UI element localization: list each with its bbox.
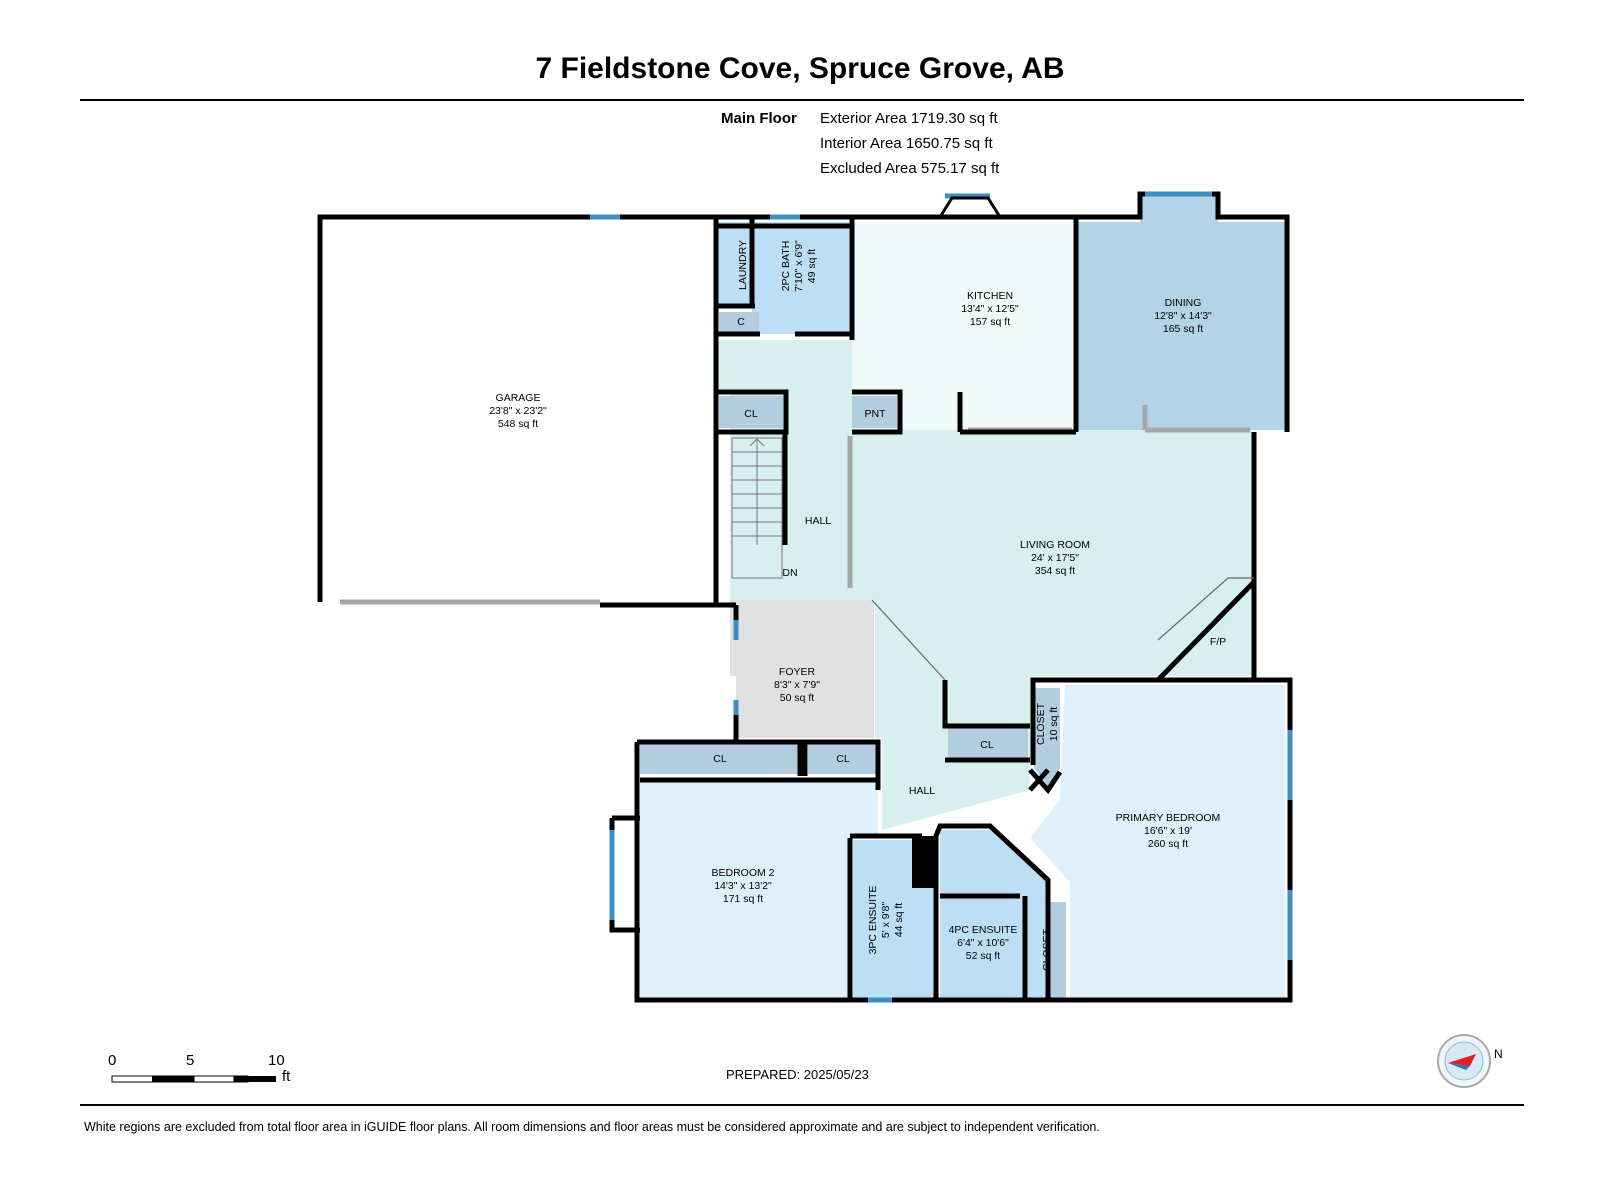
- closet-cl-hall2-label: CL: [980, 739, 994, 751]
- stairs: [731, 437, 783, 579]
- bedroom2-dims: 14'3" x 13'2": [714, 880, 772, 892]
- dining-area: 165 sq ft: [1163, 323, 1203, 335]
- room-fills: [318, 196, 1285, 998]
- bedroom2-area: 171 sq ft: [723, 893, 763, 905]
- compass-icon: N: [1437, 1034, 1503, 1088]
- living-area: 354 sq ft: [1035, 565, 1075, 577]
- compass-north-label: N: [1494, 1047, 1503, 1061]
- closet-c-label: C: [737, 316, 745, 328]
- stairs-down-label: DN: [782, 567, 797, 579]
- scale-unit: ft: [282, 1068, 291, 1085]
- closet-small-fill: [1034, 688, 1060, 786]
- room-labels: GARAGE 23'8" x 23'2" 548 sq ft KITCHEN 1…: [489, 240, 1226, 971]
- closet-cl-foyer-fill: [808, 742, 878, 774]
- closet-cl-hall-fill: [719, 396, 783, 428]
- column: [912, 836, 936, 888]
- closet-c-fill: [719, 312, 759, 334]
- ensuite3-dims: 5' x 9'8": [880, 902, 892, 939]
- closet-cl-bed-label: CL: [713, 753, 727, 765]
- ensuite4-name: 4PC ENSUITE: [949, 924, 1018, 936]
- scale-tick-10: 10: [268, 1052, 285, 1069]
- kitchen-area: 157 sq ft: [970, 316, 1010, 328]
- primary-name: PRIMARY BEDROOM: [1116, 812, 1221, 824]
- living-diagonal: [871, 577, 1254, 681]
- bath2pc-fill: [752, 222, 849, 334]
- foyer-fill: [730, 600, 874, 738]
- ensuite3-area: 44 sq ft: [893, 903, 905, 938]
- ensuite4-fill: [940, 830, 1048, 998]
- bath2pc-dims: 7'10" x 6'9": [793, 240, 805, 292]
- dining-dims: 12'8" x 14'3": [1154, 310, 1212, 322]
- fireplace-label: F/P: [1210, 636, 1226, 648]
- closet-small-name: CLOSET: [1035, 702, 1047, 745]
- foyer-name: FOYER: [779, 666, 816, 678]
- scale-bar: [111, 1075, 276, 1083]
- primary-fill: [1030, 685, 1285, 998]
- garage-name: GARAGE: [496, 392, 541, 404]
- primary-dims: 16'6" x 19': [1144, 825, 1192, 837]
- bath2pc-area: 49 sq ft: [806, 249, 818, 284]
- windows: [590, 191, 1293, 1003]
- header-rule: [80, 99, 1524, 101]
- ensuite4-area: 52 sq ft: [966, 950, 1001, 962]
- closet-cl-hall2-fill: [948, 728, 1028, 760]
- excluded-area: Excluded Area 575.17 sq ft: [820, 160, 1000, 177]
- prepared-date: PREPARED: 2025/05/23: [726, 1067, 869, 1082]
- hall-label-upper: HALL: [805, 515, 831, 527]
- laundry-fill: [714, 222, 752, 306]
- bedroom2-fill: [640, 782, 878, 998]
- scale-tick-5: 5: [186, 1052, 195, 1069]
- garage-dims: 23'8" x 23'2": [489, 405, 547, 417]
- ensuite3-name: 3PC ENSUITE: [867, 886, 879, 955]
- closet-ensuite-name: CLOSET: [1041, 928, 1053, 971]
- pantry-fill: [852, 396, 897, 428]
- hall-label-lower: HALL: [909, 785, 935, 797]
- interior-area: Interior Area 1650.75 sq ft: [820, 135, 993, 152]
- garage-fill: [318, 218, 714, 600]
- dining-fill: [1076, 196, 1285, 430]
- closet-cl-bed-fill: [640, 742, 800, 774]
- footer-rule: [80, 1104, 1524, 1106]
- ensuite4-dims: 6'4" x 10'6": [957, 937, 1009, 949]
- dining-name: DINING: [1165, 297, 1202, 309]
- floor-name: Main Floor: [721, 110, 797, 127]
- kitchen-fill: [852, 222, 1076, 430]
- garage-area: 548 sq ft: [498, 418, 538, 430]
- pantry-label: PNT: [865, 408, 887, 420]
- kitchen-bay: [938, 196, 1002, 218]
- kitchen-name: KITCHEN: [967, 290, 1013, 302]
- footer-disclaimer: White regions are excluded from total fl…: [84, 1120, 1100, 1134]
- bedroom2-name: BEDROOM 2: [711, 867, 774, 879]
- living-name: LIVING ROOM: [1020, 539, 1090, 551]
- primary-area: 260 sq ft: [1148, 838, 1188, 850]
- closet-small-area: 10 sq ft: [1048, 707, 1060, 742]
- bath2pc-name: 2PC BATH: [780, 241, 792, 292]
- page-title: 7 Fieldstone Cove, Spruce Grove, AB: [535, 52, 1065, 85]
- closet-cl-foyer-label: CL: [836, 753, 850, 765]
- scale-tick-0: 0: [108, 1052, 117, 1069]
- living-dims: 24' x 17'5": [1031, 552, 1079, 564]
- foyer-area: 50 sq ft: [780, 692, 815, 704]
- foyer-dims: 8'3" x 7'9": [774, 679, 820, 691]
- kitchen-dims: 13'4" x 12'5": [961, 303, 1019, 315]
- closet-cl-hall-label: CL: [744, 408, 758, 420]
- laundry-name: LAUNDRY: [737, 240, 749, 290]
- exterior-area: Exterior Area 1719.30 sq ft: [820, 110, 998, 127]
